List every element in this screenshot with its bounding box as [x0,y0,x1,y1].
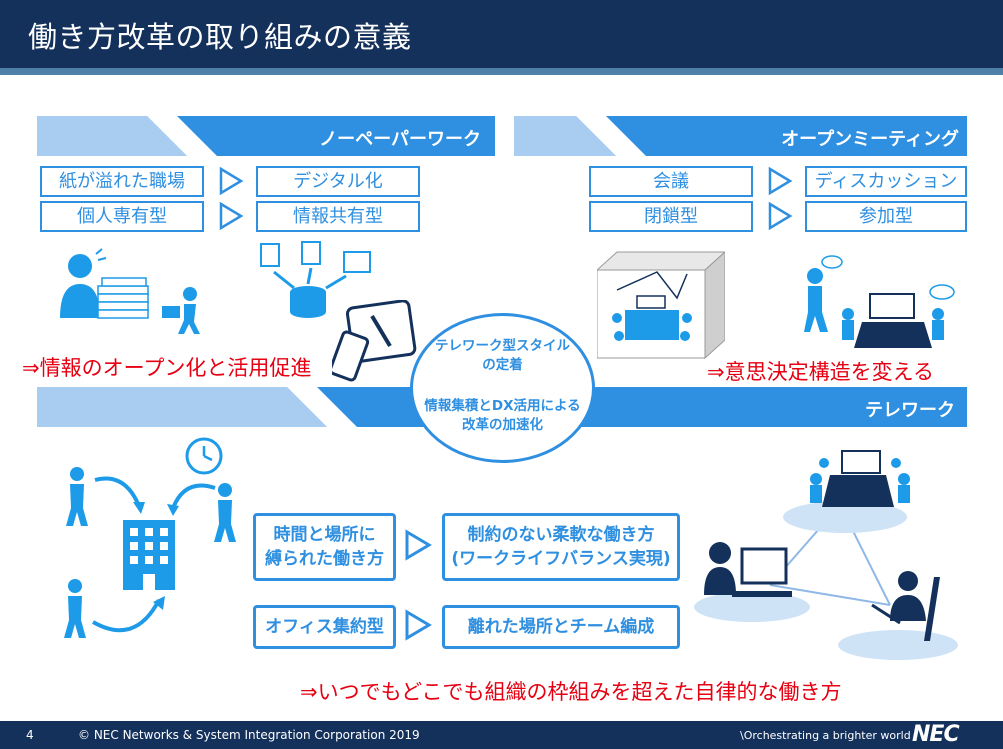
page-title: 働き方改革の取り組みの意義 [28,20,412,54]
footer: 4 © NEC Networks & System Integration Co… [0,721,1003,749]
paperless-header-bar [37,116,495,156]
arrow-icon [219,166,244,196]
telework-from-1-text: 時間と場所に 縛られた働き方 [265,525,384,569]
telework-to-1: 制約のない柔軟な働き方 (ワークライフバランス実現) [442,513,680,581]
paperless-from-2: 個人専有型 [40,201,204,232]
paper-office-illustration [60,248,200,334]
center-line-4: 改革の加速化 [462,417,543,433]
paperless-to-1: デジタル化 [256,166,420,197]
telework-header: テレワーク [37,387,967,427]
closed-meeting-room-illustration [597,251,725,360]
title-stripe [0,68,1003,75]
telework-to-2-text: 離れた場所とチーム編成 [467,617,655,637]
telework-conclusion: ⇒いつでもどこでも組織の枠組みを超えた自律的な働き方 [300,680,842,704]
slogan: \Orchestrating a brighter world [740,729,911,742]
copyright: © NEC Networks & System Integration Corp… [78,728,420,742]
meeting-to-1: ディスカッション [805,166,967,197]
paperless-header: ノーペーパーワーク [37,116,495,156]
page-number: 4 [26,728,34,742]
arrow-icon [405,609,432,641]
telework-from-2: オフィス集約型 [253,605,396,649]
meeting-from-1: 会議 [589,166,753,197]
telework-header-label: テレワーク [865,400,955,421]
meeting-header: オープンミーティング [514,116,967,156]
meeting-header-label: オープンミーティング [781,129,959,150]
open-meeting-illustration [804,255,955,348]
remote-team-network-illustration [694,450,958,660]
center-line-1: テレワーク型スタイル [435,338,570,354]
telework-to-1-text: 制約のない柔軟な働き方 (ワークライフバランス実現) [451,525,671,569]
paperless-header-label: ノーペーパーワーク [319,129,481,150]
tablet-phone-icon [332,300,417,382]
nec-logo: NEC [912,722,960,747]
meeting-header-bar [514,116,967,156]
telework-from-1: 時間と場所に 縛られた働き方 [253,513,396,581]
meeting-from-2: 閉鎖型 [589,201,753,232]
paperless-to-2: 情報共有型 [256,201,420,232]
telework-from-2-text: オフィス集約型 [265,617,384,637]
paperless-from-1: 紙が溢れた職場 [40,166,204,197]
paperless-conclusion: ⇒情報のオープン化と活用促進 [22,356,312,380]
meeting-conclusion: ⇒意思決定構造を変える [707,360,934,384]
center-circle [410,313,595,463]
center-line-2: の定着 [482,357,523,373]
meeting-to-2: 参加型 [805,201,967,232]
title-bar [0,0,1003,68]
office-building-illustration [64,437,236,638]
arrow-icon [405,529,432,561]
arrow-icon [219,201,244,231]
arrow-icon [768,201,793,231]
center-line-3: 情報集積とDX活用による [424,398,581,414]
arrow-icon [768,166,793,196]
digital-data-illustration [260,241,371,318]
telework-to-2: 離れた場所とチーム編成 [442,605,680,649]
